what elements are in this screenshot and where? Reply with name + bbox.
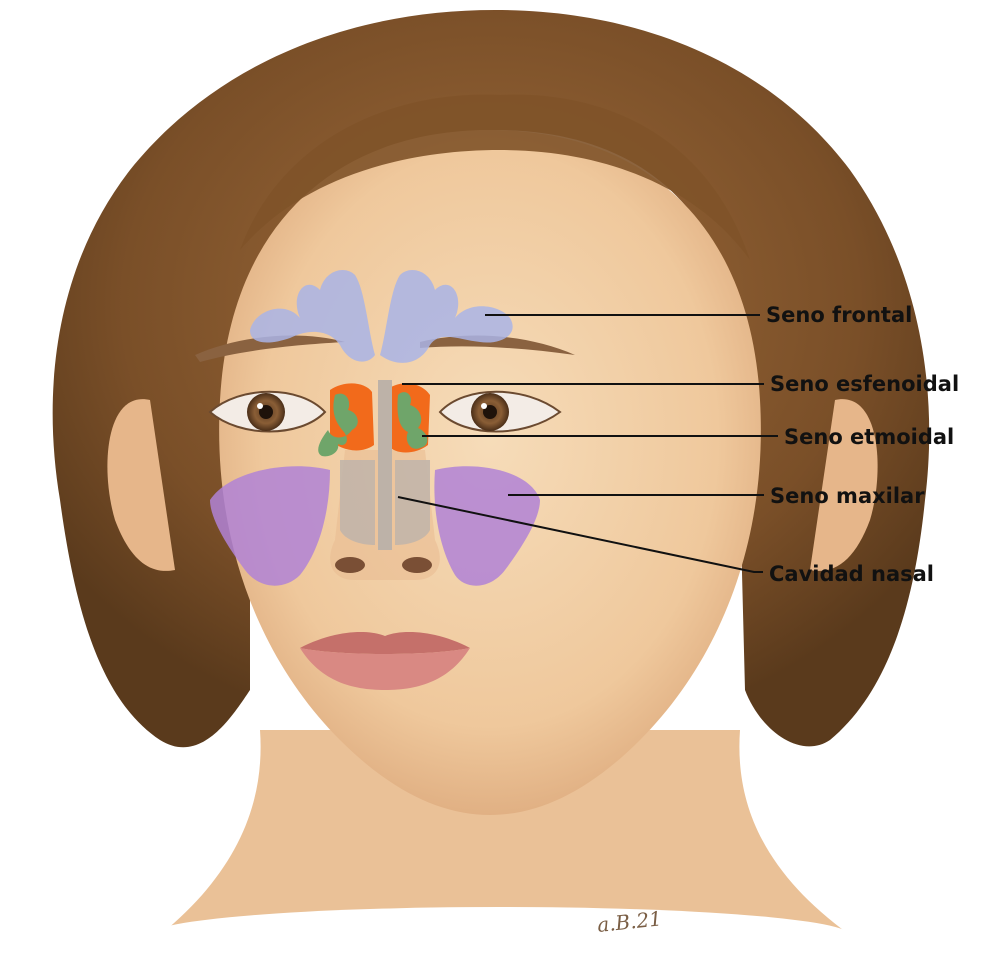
label-seno-etmoidal: Seno etmoidal (784, 427, 954, 448)
label-seno-esfenoidal: Seno esfenoidal (770, 374, 959, 395)
label-seno-frontal: Seno frontal (766, 305, 912, 326)
nasal-septum (378, 380, 392, 550)
label-cavidad-nasal: Cavidad nasal (769, 564, 934, 585)
label-seno-maxilar: Seno maxilar (770, 486, 925, 507)
right-nostril (402, 557, 432, 573)
left-nostril (335, 557, 365, 573)
